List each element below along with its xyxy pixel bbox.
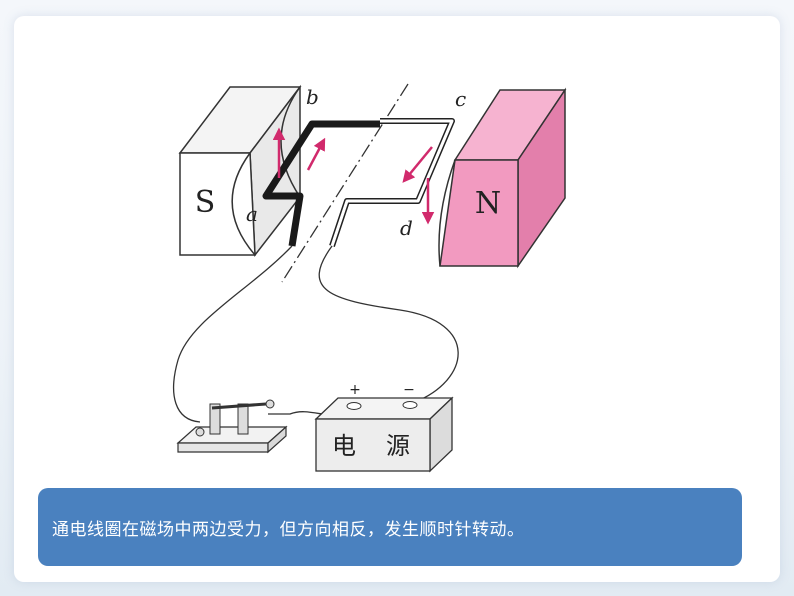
switch	[176, 399, 288, 454]
coil-far-side	[329, 118, 455, 247]
coil-near-side	[262, 120, 380, 247]
label-c: c	[455, 87, 466, 111]
power-label-2: 源	[386, 432, 410, 460]
caption-box: 通电线圈在磁场中两边受力，但方向相反，发生顺时针转动。	[38, 488, 742, 566]
power-label-1: 电	[332, 432, 356, 460]
negative-terminal-label: −	[403, 382, 415, 398]
force-arrows	[272, 127, 435, 225]
label-b: b	[306, 85, 319, 109]
positive-terminal-label: +	[349, 382, 361, 398]
south-pole-label: S	[195, 185, 216, 220]
rotation-axis	[281, 83, 409, 283]
caption-text: 通电线圈在磁场中两边受力，但方向相反，发生顺时针转动。	[52, 519, 525, 540]
circuit-wires	[172, 245, 459, 423]
current-arrow-c	[402, 146, 433, 183]
label-a: a	[246, 202, 258, 226]
label-d: d	[400, 216, 413, 240]
slide-card	[14, 16, 780, 582]
current-arrow-b	[306, 137, 326, 171]
north-pole-label: N	[475, 186, 501, 221]
power-supply: + − 电 源	[314, 382, 454, 473]
north-magnet: N	[438, 87, 567, 269]
south-magnet: S	[178, 84, 302, 258]
